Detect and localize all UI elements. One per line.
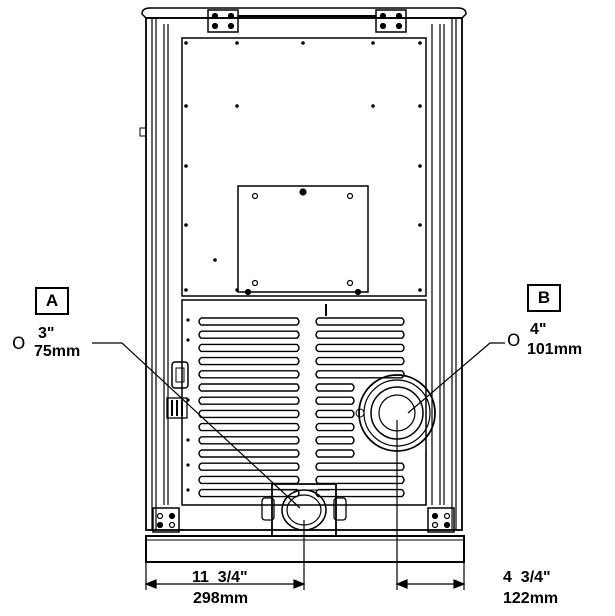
- outer-body: [145, 17, 463, 531]
- louver-slot: [198, 317, 300, 326]
- louver-slot: [198, 422, 300, 432]
- foot-right: [427, 507, 455, 533]
- top-hinge-left: [207, 9, 239, 33]
- callout-a-size-mm: 75mm: [34, 343, 81, 360]
- switch-block: [166, 397, 188, 419]
- callout-b-diameter-symbol: O: [507, 331, 521, 351]
- power-inlet: [171, 361, 189, 389]
- side-tab: [139, 127, 147, 137]
- louver-slot: [198, 370, 300, 379]
- access-cover: [213, 185, 369, 296]
- dim-left-inches: 11 3/4": [192, 569, 248, 586]
- louver-slot: [198, 383, 300, 392]
- callout-a-letter: A: [35, 287, 69, 315]
- callout-b-letter: B: [527, 284, 561, 312]
- louver-slot: [315, 449, 355, 458]
- callout-b-size-mm: 101mm: [527, 341, 583, 358]
- louvers-right: [315, 317, 405, 498]
- louver-slot: [315, 370, 405, 379]
- panel-screws: [184, 41, 422, 292]
- dim-right-mm: 122mm: [503, 590, 559, 607]
- louver-slot: [315, 343, 405, 353]
- louver-slot: [198, 475, 300, 485]
- louver-slot: [198, 436, 300, 445]
- louvers-left: [198, 317, 300, 498]
- louver-slot: [198, 409, 300, 419]
- louver-slot: [315, 396, 355, 405]
- louver-slot: [315, 488, 405, 498]
- louver-slot: [315, 383, 355, 392]
- dim-right-inches: 4 3/4": [503, 569, 551, 586]
- top-lid: [141, 7, 467, 19]
- louver-slot: [198, 356, 300, 366]
- louver-slot: [198, 343, 300, 353]
- upper-back-panel: [181, 37, 427, 297]
- leader-a: [92, 342, 301, 509]
- louver-slot: [198, 330, 300, 339]
- louver-slot: [198, 396, 300, 405]
- louver-slot: [315, 462, 405, 471]
- callout-a-diameter-symbol: O: [12, 334, 26, 354]
- louver-slot: [315, 436, 355, 445]
- leader-b: [407, 342, 505, 414]
- dim-right-arrow: [395, 579, 466, 589]
- base-plinth: [145, 535, 465, 563]
- outlet-b: [355, 374, 436, 452]
- foot-left: [152, 507, 180, 533]
- dim-left-arrow: [144, 579, 306, 589]
- louver-slot: [198, 462, 300, 471]
- louver-slot: [315, 317, 405, 326]
- louver-slot: [315, 422, 355, 432]
- louver-slot: [315, 356, 405, 366]
- callout-a-size-in: 3": [38, 325, 55, 342]
- callout-b-size-in: 4": [530, 321, 547, 338]
- dim-left-mm: 298mm: [193, 590, 249, 607]
- louver-slot: [315, 409, 355, 419]
- louver-slot: [198, 449, 300, 458]
- louver-slot: [315, 475, 405, 485]
- top-hinge-right: [375, 9, 407, 33]
- louver-slot: [315, 330, 405, 339]
